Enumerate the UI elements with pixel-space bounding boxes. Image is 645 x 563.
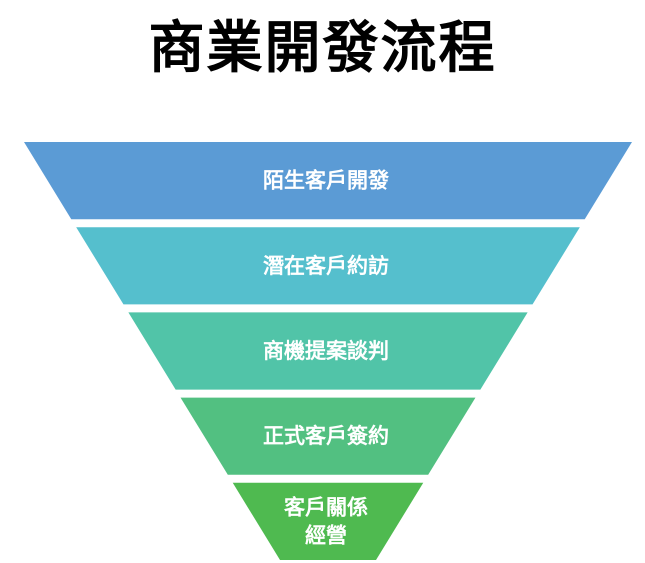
funnel-stage-label: 潛在客戶約訪: [263, 254, 389, 278]
funnel-stage-1: 陌生客戶開發: [24, 142, 632, 220]
funnel-stage-2: 潛在客戶約訪: [76, 227, 580, 305]
funnel-stage-shape: [24, 142, 632, 220]
funnel-stage-shape: [232, 482, 424, 560]
funnel-stage-label: 正式客戶簽約: [263, 424, 389, 448]
funnel-stage-shape: [128, 312, 528, 390]
funnel-stage-shape: [180, 397, 476, 475]
funnel-stage-shape: [76, 227, 580, 305]
funnel-stage-3: 商機提案談判: [128, 312, 528, 390]
funnel-stage-label: 陌生客戶開發: [263, 169, 389, 193]
funnel-stage-4: 正式客戶簽約: [180, 397, 476, 475]
page-title: 商業開發流程: [148, 16, 497, 81]
funnel-stage-label: 客戶關係: [284, 495, 368, 519]
funnel-stage-label: 商機提案談判: [263, 339, 389, 363]
funnel-stage-label: 經營: [305, 523, 347, 547]
